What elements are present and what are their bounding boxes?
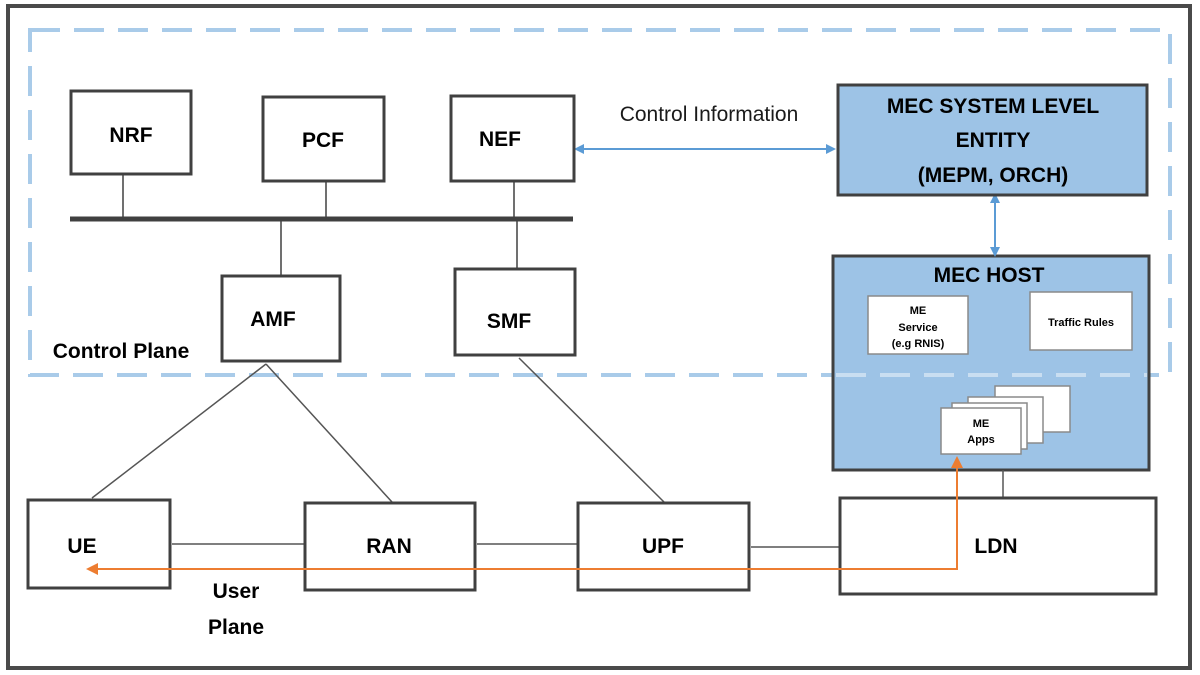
smf-label: SMF xyxy=(487,310,532,333)
pcf-label: PCF xyxy=(302,129,344,152)
me-service-line-2: Service xyxy=(898,322,937,334)
pcf-box xyxy=(261,95,386,183)
nef-label: NEF xyxy=(479,128,521,151)
control-plane-region xyxy=(28,28,1172,377)
amf-box xyxy=(220,274,342,363)
mec-system-line-1: MEC SYSTEM LEVEL xyxy=(887,95,1100,118)
nef-box xyxy=(449,94,576,183)
amf-label: AMF xyxy=(250,308,296,331)
nrf-label: NRF xyxy=(109,124,152,147)
amf-ue-link xyxy=(91,363,267,499)
me-apps-line-2: Apps xyxy=(967,434,995,446)
ue-box xyxy=(26,498,172,590)
upf-label: UPF xyxy=(642,535,684,558)
ue-label: UE xyxy=(67,535,96,558)
traffic-rules-box xyxy=(1029,291,1133,351)
mec-system-level-entity-box xyxy=(836,83,1149,197)
me-apps-box xyxy=(940,407,1022,455)
outer-frame xyxy=(6,4,1192,670)
me-service-line-1: ME xyxy=(910,305,927,317)
user-plane-label-line-1: User xyxy=(213,580,260,603)
traffic-rules-label: Traffic Rules xyxy=(1048,317,1114,329)
me-service-line-3: (e.g RNIS) xyxy=(892,338,945,350)
control-information-label: Control Information xyxy=(620,103,799,126)
me-apps-line-1: ME xyxy=(973,418,990,430)
amf-ran-link xyxy=(265,363,393,503)
smf-box xyxy=(453,267,577,357)
smf-upf-link xyxy=(518,357,665,503)
mec-system-line-2: ENTITY xyxy=(956,129,1031,152)
mec-host-title: MEC HOST xyxy=(934,264,1045,287)
user-plane-label-line-2: Plane xyxy=(208,616,264,639)
ldn-label: LDN xyxy=(974,535,1017,558)
control-plane-label: Control Plane xyxy=(53,340,190,363)
me-service-box xyxy=(867,295,969,355)
nrf-box xyxy=(69,89,193,176)
user-plane-path xyxy=(86,456,963,575)
mec-system-line-3: (MEPM, ORCH) xyxy=(918,164,1069,187)
ran-label: RAN xyxy=(366,535,412,558)
